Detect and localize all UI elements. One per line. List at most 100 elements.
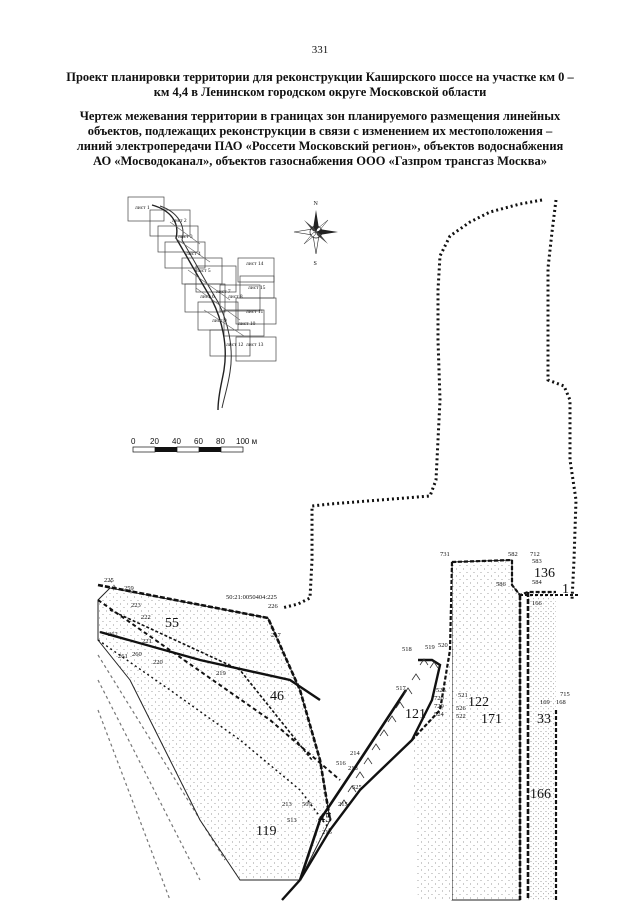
point-586: 586 bbox=[496, 581, 507, 588]
parcel-label-1: 1 bbox=[562, 582, 569, 597]
point-226: 226 bbox=[268, 603, 279, 610]
parcel-label-46: 46 bbox=[270, 689, 284, 704]
sheet-label-12: лист 12 bbox=[226, 342, 244, 348]
parcel-label-136: 136 bbox=[534, 566, 555, 581]
sheet-label-3: лист 3 bbox=[178, 234, 193, 240]
sheet-frame-9 bbox=[197, 301, 239, 331]
parcel-labels: 55 46 121 122 171 33 136 1 166 45 119 bbox=[165, 566, 569, 839]
point-220: 220 bbox=[153, 659, 163, 666]
point-221: 221 bbox=[142, 638, 152, 645]
scale-tick-0: 0 bbox=[131, 437, 136, 446]
sheet-frame-4 bbox=[164, 241, 206, 269]
sheet-label-10: лист 10 bbox=[238, 321, 256, 327]
gas-line-marks bbox=[339, 658, 439, 807]
point-218: 218 bbox=[348, 765, 358, 772]
sheet-label-1: лист 1 bbox=[135, 205, 150, 211]
sheet-frame-12 bbox=[209, 329, 251, 357]
sheet-frame-14 bbox=[237, 257, 275, 283]
point-712: 712 bbox=[530, 551, 540, 558]
sheet-frame-13 bbox=[235, 336, 277, 362]
parcel-46-area bbox=[97, 587, 331, 881]
point-517: 517 bbox=[396, 685, 407, 692]
sheet-labels: лист 1 лист 2 лист 3 лист 4 лист 5 лист … bbox=[135, 205, 266, 348]
sheet-label-14: лист 14 bbox=[246, 261, 264, 267]
point-260: 260 bbox=[132, 651, 142, 658]
scale-tick-20: 20 bbox=[150, 437, 159, 446]
document-title: Проект планировки территории для реконст… bbox=[66, 70, 574, 99]
compass-north-label: N bbox=[314, 201, 319, 207]
scale-tick-40: 40 bbox=[172, 437, 181, 446]
point-215: 215 bbox=[338, 801, 348, 808]
point-223: 223 bbox=[131, 602, 141, 609]
parcel-33-area bbox=[528, 592, 556, 900]
point-519: 519 bbox=[425, 644, 435, 651]
sheet-index-map bbox=[127, 196, 277, 411]
sheet-label-4: лист 4 bbox=[186, 251, 201, 257]
sheet-label-11: лист 11 bbox=[246, 309, 263, 315]
point-582: 582 bbox=[508, 551, 518, 558]
point-518: 518 bbox=[402, 646, 412, 653]
sheet-frame-3 bbox=[157, 225, 199, 253]
compass-rose-icon bbox=[293, 210, 338, 255]
point-526: 526 bbox=[456, 705, 467, 712]
cadastral-number-label: 50:21:0050404:225 bbox=[226, 594, 277, 601]
scale-bar bbox=[132, 446, 244, 453]
point-524: 524 bbox=[434, 711, 445, 718]
page-number: 331 bbox=[311, 44, 329, 56]
point-168: 168 bbox=[556, 699, 566, 706]
parcel-171-area bbox=[451, 559, 521, 901]
scale-tick-80: 80 bbox=[216, 437, 225, 446]
point-219: 219 bbox=[216, 670, 226, 677]
index-hatch bbox=[169, 221, 245, 337]
point-217: 217 bbox=[271, 632, 282, 639]
zone-boundaries bbox=[97, 558, 578, 901]
point-222: 222 bbox=[141, 614, 151, 621]
sheet-label-8: лист 8 bbox=[228, 294, 243, 300]
planning-zone-boundary bbox=[281, 198, 578, 610]
point-513: 513 bbox=[287, 817, 297, 824]
parcel-label-55: 55 bbox=[165, 616, 179, 631]
compass-south-label: S bbox=[314, 261, 317, 267]
point-225: 225 bbox=[104, 577, 114, 584]
point-262: 262 bbox=[108, 631, 118, 638]
scale-tick-60: 60 bbox=[194, 437, 203, 446]
sheet-frame-7 bbox=[184, 283, 226, 313]
point-522: 522 bbox=[456, 713, 466, 720]
parcel-label-122: 122 bbox=[468, 695, 489, 710]
sheet-label-15: лист 15 bbox=[248, 285, 266, 291]
road-edge-line bbox=[159, 205, 232, 409]
parcel-label-33: 33 bbox=[537, 712, 551, 727]
parcel-label-171: 171 bbox=[481, 712, 502, 727]
point-509: 509 bbox=[302, 801, 312, 808]
sheet-label-7: лист 7 bbox=[216, 289, 231, 295]
parcel-label-166: 166 bbox=[530, 787, 551, 802]
sheet-frame-15 bbox=[239, 275, 275, 299]
sheet-frame-2 bbox=[149, 209, 191, 237]
point-521: 521 bbox=[458, 692, 468, 699]
point-516: 516 bbox=[336, 760, 347, 767]
point-715: 715 bbox=[560, 691, 570, 698]
scale-tick-100: 100 м bbox=[236, 437, 257, 446]
point-216: 216 bbox=[322, 829, 333, 836]
point-584: 584 bbox=[532, 579, 543, 586]
point-169: 169 bbox=[540, 699, 550, 706]
point-720: 720 bbox=[434, 695, 444, 702]
point-520: 520 bbox=[438, 642, 448, 649]
point-259: 259 bbox=[124, 585, 134, 592]
parcel-label-45: 45 bbox=[318, 811, 332, 826]
point-525: 525 bbox=[352, 784, 362, 791]
point-729: 729 bbox=[434, 703, 444, 710]
point-213: 213 bbox=[282, 801, 292, 808]
parcel-label-119: 119 bbox=[256, 824, 276, 839]
parcel-label-121: 121 bbox=[405, 707, 426, 722]
sheet-label-6: лист 6 bbox=[200, 294, 215, 300]
point-261: 261 bbox=[118, 653, 128, 660]
drawing-subtitle: Чертеж межевания территории в границах з… bbox=[76, 109, 564, 168]
point-583: 583 bbox=[532, 558, 542, 565]
sheet-frame-1 bbox=[127, 196, 165, 222]
sheet-frame-6 bbox=[195, 265, 237, 293]
sheet-label-5: лист 5 bbox=[196, 268, 211, 274]
scale-bar-labels: 0 20 40 60 80 100 м bbox=[131, 437, 257, 446]
